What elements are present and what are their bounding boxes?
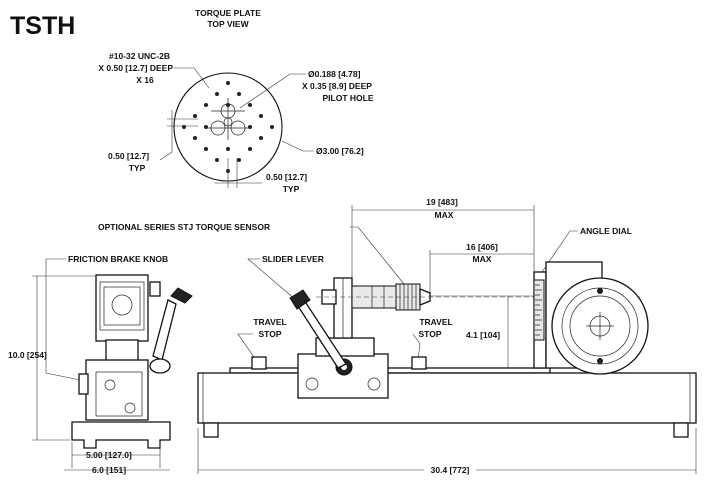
carriage-screw-left bbox=[305, 377, 319, 391]
dim-height-41: 4.1 [104] bbox=[466, 330, 500, 340]
threaded-hole bbox=[226, 147, 230, 151]
threaded-hole bbox=[193, 136, 197, 140]
left-typ-label: TYP bbox=[129, 163, 146, 173]
angle-dial-label: ANGLE DIAL bbox=[580, 226, 632, 236]
pilot-spec-line3: PILOT HOLE bbox=[323, 93, 374, 103]
product-title: TSTH bbox=[10, 12, 75, 40]
pilot-leader-line bbox=[239, 73, 306, 109]
threaded-hole bbox=[193, 114, 197, 118]
travel-stop-right[interactable] bbox=[411, 356, 427, 370]
height-dim-label: 10.0 [254] bbox=[8, 350, 47, 360]
dim-16-value: 16 [406] bbox=[466, 242, 498, 252]
travel-stop-right-line2: STOP bbox=[419, 329, 442, 339]
side-slider-knob bbox=[149, 358, 171, 374]
faceplate-ring-inner bbox=[569, 295, 631, 357]
travel-stop-right-leader bbox=[412, 333, 421, 361]
top-view-heading-line1: TORQUE PLATE bbox=[195, 8, 261, 18]
base-width-outer-label: 6.0 [151] bbox=[92, 465, 126, 475]
left-typ-value: 0.50 [12.7] bbox=[108, 151, 149, 161]
angle-dial-leader bbox=[541, 230, 578, 273]
faceplate-bolt-bottom bbox=[597, 358, 603, 364]
thread-spec-line1: #10-32 UNC-2B bbox=[109, 51, 170, 61]
side-housing-window bbox=[103, 286, 141, 326]
threaded-hole bbox=[259, 136, 263, 140]
threaded-hole bbox=[215, 158, 219, 162]
bottom-typ-value: 0.50 [12.7] bbox=[266, 172, 307, 182]
threaded-hole bbox=[215, 92, 219, 96]
threaded-hole bbox=[204, 125, 208, 129]
bench-base bbox=[197, 372, 697, 424]
bench-rail bbox=[229, 367, 551, 374]
threaded-hole bbox=[248, 125, 252, 129]
front-view: OPTIONAL SERIES STJ TORQUE SENSOR SLIDER… bbox=[98, 197, 697, 475]
slider-lever-label: SLIDER LEVER bbox=[262, 254, 324, 264]
optional-sensor-leader bbox=[350, 226, 405, 285]
pilot-spec-line2: X 0.35 [8.9] DEEP bbox=[302, 81, 372, 91]
threaded-hole bbox=[204, 103, 208, 107]
travel-stop-left-line1: TRAVEL bbox=[253, 317, 286, 327]
slider-lever-handle[interactable] bbox=[289, 289, 311, 310]
travel-stop-left[interactable] bbox=[251, 356, 267, 370]
thread-spec-line2: X 0.50 [12.7] DEEP bbox=[98, 63, 173, 73]
dim-19-value: 19 [483] bbox=[426, 197, 458, 207]
base-width-inner-label: 5.00 [127.0] bbox=[86, 450, 132, 460]
travel-stop-left-line2: STOP bbox=[259, 329, 282, 339]
bench-foot-right bbox=[673, 422, 689, 438]
slider-lever-leader bbox=[247, 258, 297, 301]
threaded-hole bbox=[248, 103, 252, 107]
travel-stop-right-line1: TRAVEL bbox=[419, 317, 452, 327]
plate-diameter-label: Ø3.00 [76.2] bbox=[316, 146, 364, 156]
side-lever-arm bbox=[152, 299, 177, 361]
friction-brake-leader bbox=[45, 258, 81, 381]
thread-spec-line3: X 16 bbox=[136, 75, 154, 85]
overall-length-label: 30.4 [772] bbox=[431, 465, 470, 475]
optional-sensor-label: OPTIONAL SERIES STJ TORQUE SENSOR bbox=[98, 222, 270, 232]
overall-label-bg bbox=[424, 462, 476, 474]
side-lower-panel bbox=[95, 371, 143, 417]
side-lower-block bbox=[85, 359, 149, 421]
dim-16-label: MAX bbox=[473, 254, 492, 264]
side-post bbox=[105, 339, 139, 363]
dim-19-label: MAX bbox=[435, 210, 454, 220]
thread-leader-line bbox=[174, 67, 210, 89]
threaded-hole bbox=[182, 125, 186, 129]
threaded-hole bbox=[237, 158, 241, 162]
side-lever-mount bbox=[149, 281, 161, 297]
pilot-spec-line1: Ø0.188 [4.78] bbox=[308, 69, 361, 79]
side-lever-handle[interactable] bbox=[170, 287, 193, 304]
carriage-screw-right bbox=[367, 377, 381, 391]
threaded-hole bbox=[204, 147, 208, 151]
diameter-leader-line bbox=[281, 140, 314, 152]
faceplate-bolt-top bbox=[597, 288, 603, 294]
side-screw-bottom bbox=[124, 402, 136, 414]
bench-foot-left bbox=[203, 422, 219, 438]
travel-stop-left-leader bbox=[237, 333, 257, 361]
side-housing-flange bbox=[99, 281, 145, 331]
side-view: FRICTION BRAKE KNOB 10.0 [254] 5.00 [127… bbox=[8, 254, 193, 475]
side-screw-top bbox=[104, 379, 116, 391]
top-view-heading-line2: TOP VIEW bbox=[207, 19, 249, 29]
threaded-hole bbox=[226, 81, 230, 85]
threaded-hole bbox=[237, 92, 241, 96]
threaded-hole bbox=[259, 114, 263, 118]
angle-dial-ticks bbox=[535, 284, 542, 336]
torque-plate-top-view: TORQUE PLATE TOP VIEW #10-32 UNC-2B X 0.… bbox=[98, 8, 373, 194]
friction-brake-knob-label: FRICTION BRAKE KNOB bbox=[68, 254, 168, 264]
bottom-typ-label: TYP bbox=[283, 184, 300, 194]
threaded-hole-pattern bbox=[182, 81, 274, 173]
side-housing-bore bbox=[111, 294, 133, 316]
left-typ-leader bbox=[159, 140, 173, 161]
friction-brake-knob[interactable] bbox=[78, 373, 89, 395]
threaded-hole bbox=[270, 125, 274, 129]
threaded-hole bbox=[248, 147, 252, 151]
side-base bbox=[71, 421, 171, 449]
